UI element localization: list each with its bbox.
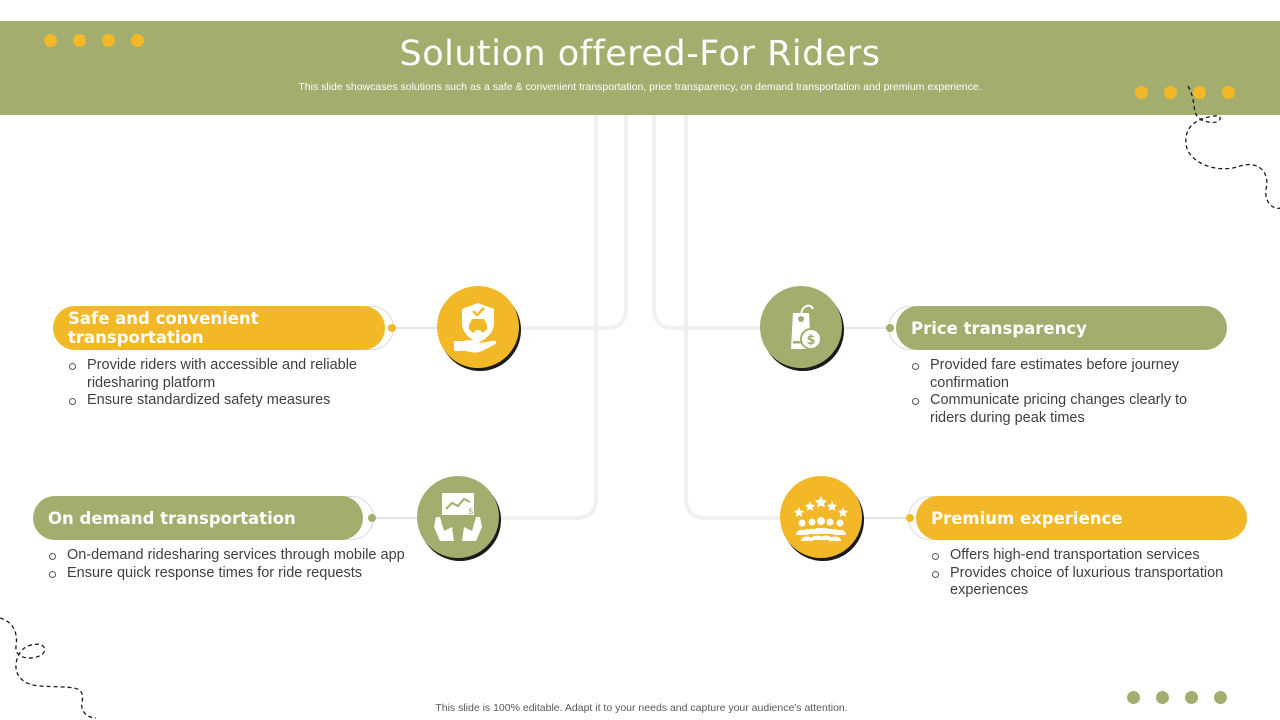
card-3-title-pill: Price transparency <box>896 306 1227 350</box>
svg-text:$: $ <box>468 507 474 517</box>
list-item: Offers high-end transportation services <box>931 547 1231 565</box>
decor-squiggle-bottom-left <box>0 617 97 719</box>
card-1-bullets: Provide riders with accessible and relia… <box>68 357 388 410</box>
slide-title: Solution offered-For Riders <box>399 34 881 74</box>
card-1-title: Safe and convenient transportation <box>68 309 259 347</box>
card-2-title-pill: On demand transportation <box>33 496 363 540</box>
card-4-knob <box>906 514 914 522</box>
star-rating-audience-icon <box>794 496 848 541</box>
card-1-knob <box>388 324 396 332</box>
card-3-title: Price transparency <box>911 318 1087 338</box>
card-4-title: Premium experience <box>931 508 1123 528</box>
price-tag-icon: $ <box>791 304 822 350</box>
card-4-title-pill: Premium experience <box>916 496 1247 540</box>
shield-car-hand-icon <box>454 303 497 353</box>
list-item: Provide riders with accessible and relia… <box>68 357 388 392</box>
decor-dots-top-right <box>1132 85 1235 101</box>
card-1-title-pill: Safe and convenient transportation <box>53 306 385 350</box>
card-2-icon-circle: $ <box>417 476 499 558</box>
list-item: Ensure quick response times for ride req… <box>48 565 428 583</box>
slide-subtitle: This slide showcases solutions such as a… <box>298 81 982 93</box>
list-item: Provides choice of luxurious transportat… <box>931 565 1231 600</box>
card-4-icon-circle <box>780 476 862 558</box>
card-3-knob <box>886 324 894 332</box>
card-4-bullets: Offers high-end transportation services … <box>931 547 1231 600</box>
decor-dots-bottom-right <box>1124 690 1227 706</box>
list-item: Provided fare estimates before journey c… <box>911 357 1211 392</box>
list-item: Communicate pricing changes clearly to r… <box>911 392 1211 427</box>
list-item: Ensure standardized safety measures <box>68 392 388 410</box>
card-3-icon-circle: $ <box>760 286 842 368</box>
chart-hands-icon: $ <box>434 493 482 541</box>
slide-footer: This slide is 100% editable. Adapt it to… <box>435 702 848 714</box>
card-2-knob <box>368 514 376 522</box>
list-item: On-demand ridesharing services through m… <box>48 547 428 565</box>
decor-squiggle-top-right <box>1185 85 1280 210</box>
card-2-bullets: On-demand ridesharing services through m… <box>48 547 428 582</box>
decor-dots-top-left <box>41 33 144 49</box>
card-2-title: On demand transportation <box>48 508 296 528</box>
header-band <box>0 21 1280 115</box>
card-3-bullets: Provided fare estimates before journey c… <box>911 357 1211 427</box>
card-1-icon-circle <box>437 286 519 368</box>
svg-text:$: $ <box>807 333 816 348</box>
